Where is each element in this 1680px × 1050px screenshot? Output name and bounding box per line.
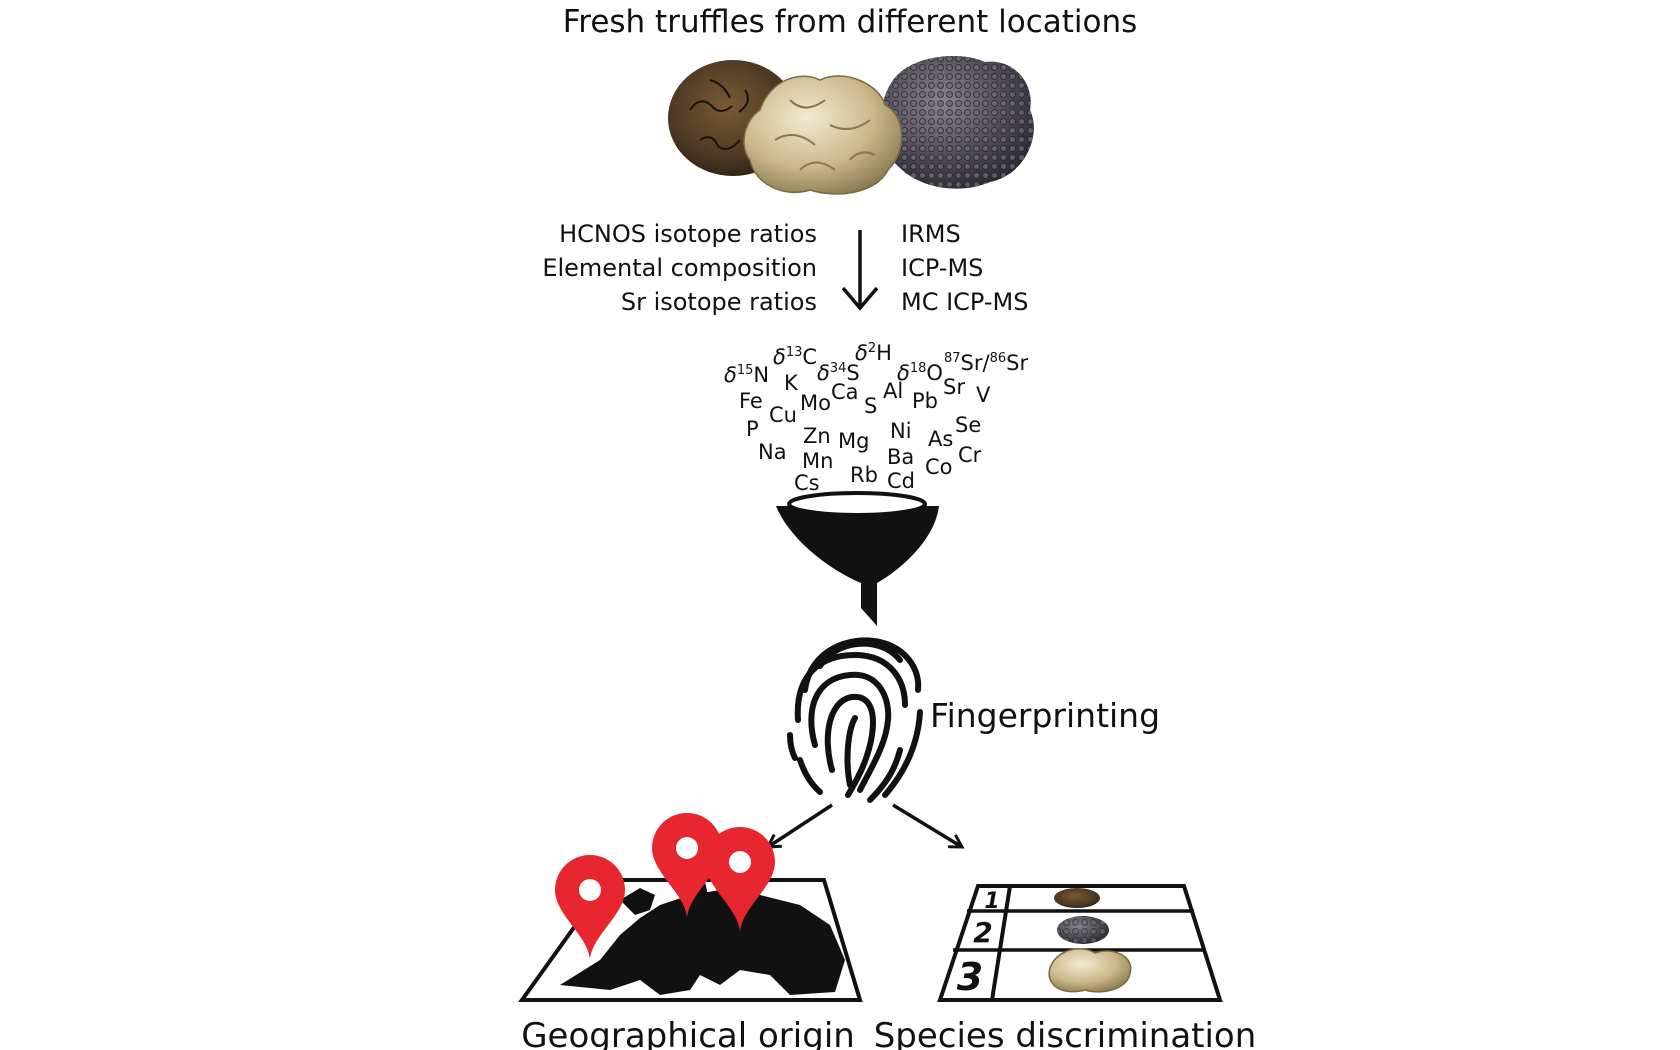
measurement-label-hcnos: HCNOS isotope ratios	[559, 220, 817, 248]
element-label: Se	[955, 413, 981, 437]
isotope-d15n: δ15N	[724, 363, 769, 387]
map-pin-icon	[705, 827, 775, 932]
element-label: S	[864, 394, 877, 418]
measurement-label-sr: Sr isotope ratios	[621, 288, 817, 316]
element-label: Cs	[794, 471, 820, 495]
element-label: Zn	[803, 424, 831, 448]
measurement-right-labels: IRMS ICP-MS MC ICP-MS	[901, 220, 1028, 316]
element-label: Mn	[802, 449, 833, 473]
rank3-white-truffle	[1048, 948, 1132, 993]
rank-number: 2	[973, 916, 992, 949]
isotope-d2h: δ2H	[855, 341, 892, 365]
element-label: V	[976, 383, 991, 407]
fingerprinting-label: Fingerprinting	[930, 696, 1160, 735]
element-label: Na	[758, 440, 787, 464]
element-label: Rb	[850, 463, 878, 487]
measurement-label-elemental: Elemental composition	[542, 254, 817, 282]
element-label: Pb	[912, 389, 938, 413]
geographical-origin-label: Geographical origin	[521, 1016, 855, 1050]
element-label: Cd	[887, 469, 915, 493]
element-label: Co	[925, 455, 953, 479]
technique-label-irms: IRMS	[901, 220, 961, 248]
element-label: As	[928, 427, 953, 451]
rank2-black-truffle	[1057, 916, 1109, 944]
element-label: Fe	[739, 389, 763, 413]
down-arrow-icon	[841, 230, 879, 311]
arrow-to-species-icon	[892, 803, 962, 847]
measurement-left-labels: HCNOS isotope ratios Elemental compositi…	[542, 220, 817, 316]
element-label: Ni	[890, 419, 912, 443]
element-label: Mo	[800, 391, 831, 415]
fingerprint-icon	[787, 637, 923, 803]
arrow-to-geographical-icon	[768, 803, 833, 847]
technique-label-icpms: ICP-MS	[901, 254, 983, 282]
white-truffle	[743, 75, 903, 195]
rank-number: 1	[984, 889, 999, 914]
technique-label-mcicpms: MC ICP-MS	[901, 288, 1028, 316]
diagram-title: Fresh truffles from different locations	[563, 4, 1138, 40]
element-label: Al	[883, 379, 903, 403]
funnel-icon	[776, 491, 939, 626]
black-truffle	[880, 55, 1034, 189]
element-label: Mg	[838, 429, 869, 453]
element-label: Cu	[769, 403, 797, 427]
element-label: Cr	[958, 443, 982, 467]
truffles-image	[668, 55, 1034, 195]
isotope-sr-ratio: 87Sr/86Sr	[944, 351, 1028, 375]
isotope-labels: δ15N δ13C δ34S δ2H δ18O 87Sr/86Sr	[724, 341, 1028, 387]
element-label: Ba	[887, 445, 914, 469]
element-label: P	[746, 417, 759, 441]
species-discrimination-label: Species discrimination	[874, 1016, 1257, 1050]
isotope-d13c: δ13C	[773, 345, 817, 369]
element-label: Sr	[943, 375, 965, 399]
map-pin-icon	[652, 813, 722, 918]
isotope-d34s: δ34S	[817, 361, 860, 385]
element-label: Ca	[831, 380, 859, 404]
map-pin-icon	[555, 855, 625, 960]
element-label: K	[784, 371, 799, 395]
rank-number: 3	[957, 955, 983, 999]
isotope-d18o: δ18O	[897, 361, 943, 385]
rank1-brown-truffle	[1054, 888, 1100, 908]
